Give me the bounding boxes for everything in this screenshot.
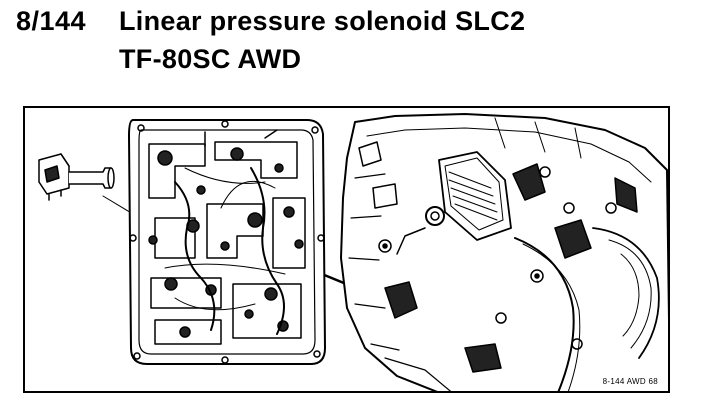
section-code: 8/144 (16, 6, 87, 36)
illustration-drawing (38, 113, 668, 391)
technical-illustration: 8-144 AWD 68 (23, 106, 670, 393)
solenoid-part-drawing (38, 153, 115, 201)
valve-body-drawing (128, 119, 326, 365)
transmission-drawing (340, 113, 668, 391)
page-header: 8/144 Linear pressure solenoid SLC2 TF-8… (10, 6, 690, 76)
page-subtitle: TF-80SC AWD (119, 44, 302, 74)
figure-reference-code: 8-144 AWD 68 (602, 377, 658, 386)
page-title: Linear pressure solenoid SLC2 (119, 6, 526, 36)
